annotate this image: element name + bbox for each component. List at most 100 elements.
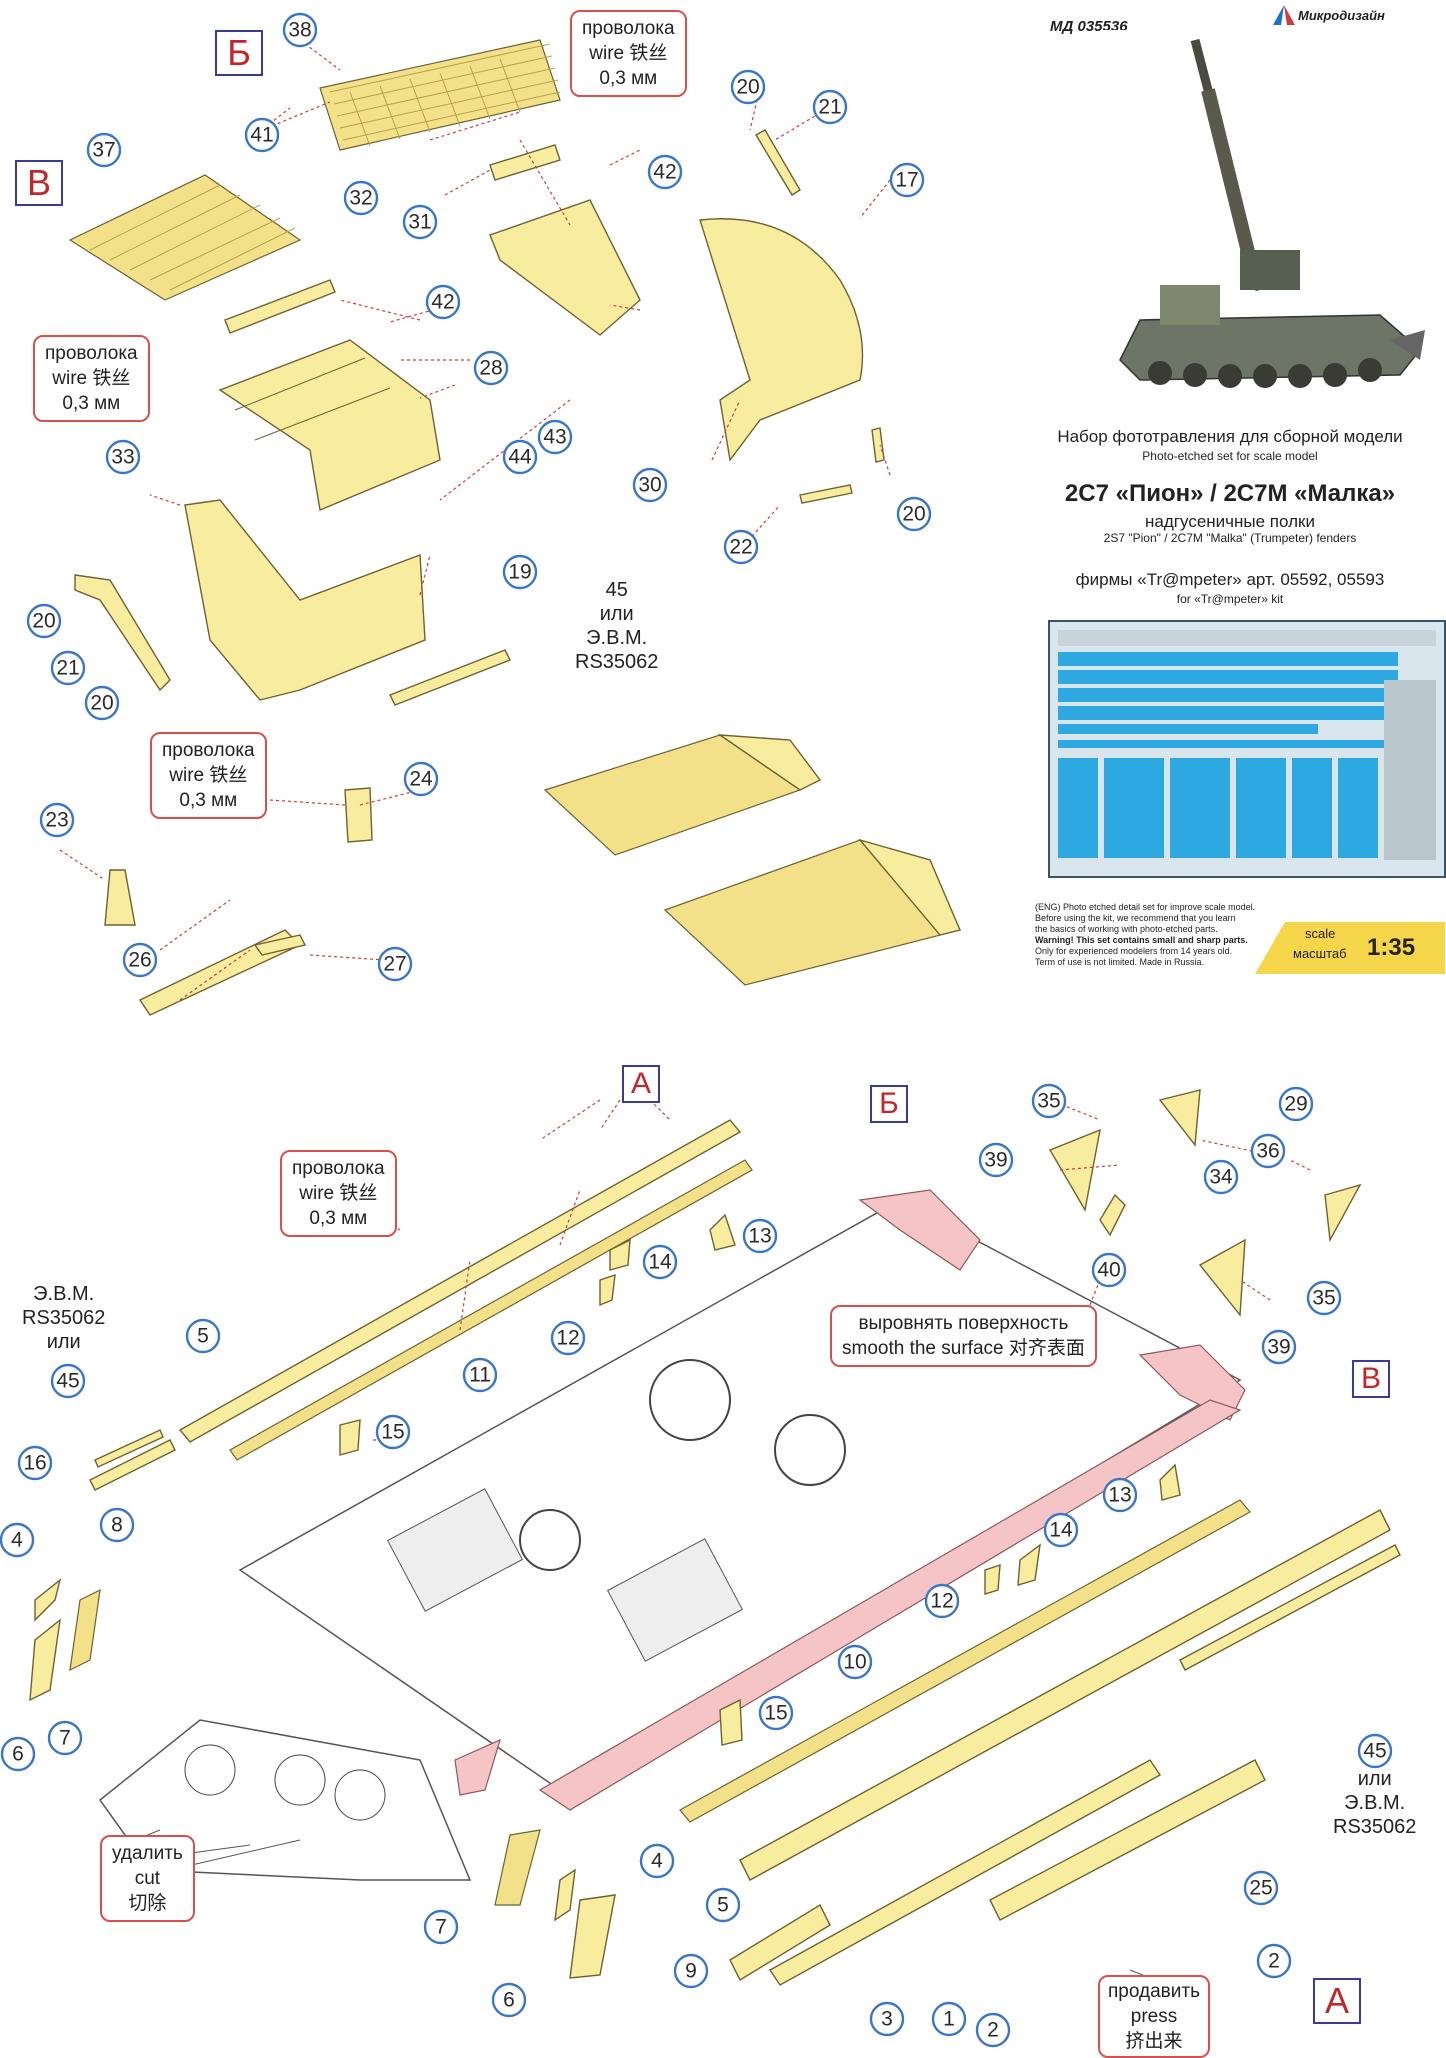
letter-v-top: В <box>15 160 63 206</box>
part-40 <box>1099 1193 1126 1237</box>
num-6b: 6 <box>491 1982 527 2018</box>
part-14b <box>1017 1543 1041 1586</box>
num-34: 34 <box>1203 1159 1239 1195</box>
svg-text:30: 30 <box>638 474 661 497</box>
svg-text:20: 20 <box>90 692 113 715</box>
part-15b <box>719 1698 743 1746</box>
part-7b <box>494 1829 541 1906</box>
part-14 <box>609 1238 631 1271</box>
svg-text:21: 21 <box>818 96 841 119</box>
kit-en: for «Tr@mpeter» kit <box>1176 592 1284 606</box>
svg-text:17: 17 <box>895 169 918 192</box>
model-name: 2С7 «Пион» / 2С7М «Малка» <box>1064 480 1396 507</box>
note-line-1: (ENG) Photo etched detail set for improv… <box>1035 902 1256 912</box>
pink-zone-right <box>1138 1344 1246 1421</box>
strip-3 <box>768 1759 1162 1986</box>
svg-text:20: 20 <box>736 76 759 99</box>
svg-text:8: 8 <box>111 1514 123 1537</box>
num-45a: 45 <box>50 1363 86 1399</box>
svg-text:26: 26 <box>128 949 151 972</box>
num-4a: 4 <box>0 1522 35 1558</box>
fender-end-v <box>857 838 961 936</box>
usage-note: (ENG) Photo etched detail set for improv… <box>1035 902 1305 968</box>
num-35a: 35 <box>1031 1083 1067 1119</box>
scale-badge: scale масштаб 1:35 <box>1255 922 1445 974</box>
letter-b-center: Б <box>870 1085 908 1123</box>
part-4b <box>554 1868 576 1922</box>
num-17: 17 <box>889 162 925 198</box>
num-42a: 42 <box>647 154 683 190</box>
grid-plate-38 <box>319 39 561 151</box>
bracket-23 <box>104 869 136 926</box>
num-8: 8 <box>99 1507 135 1543</box>
svg-text:39: 39 <box>984 1149 1007 1172</box>
num-21b: 21 <box>50 650 86 686</box>
svg-text:35: 35 <box>1037 1090 1060 1113</box>
side-panel-33 <box>184 499 426 701</box>
svg-text:5: 5 <box>717 1894 729 1917</box>
pink-zone-front <box>858 1189 981 1271</box>
part-13 <box>709 1213 736 1251</box>
num-20b: 20 <box>896 496 932 532</box>
num-43: 43 <box>537 419 573 455</box>
part-7 <box>69 1588 101 1672</box>
bracket-24 <box>344 787 373 843</box>
mesh-strip-11 <box>229 1159 753 1461</box>
part-4 <box>34 1578 62 1622</box>
svg-text:7: 7 <box>435 1916 447 1939</box>
num-21a: 21 <box>812 89 848 125</box>
svg-text:7: 7 <box>59 1727 71 1750</box>
num-31: 31 <box>402 204 438 240</box>
num-35b: 35 <box>1306 1280 1342 1316</box>
letter-b-top: Б <box>215 30 263 76</box>
howitzer-photo <box>1100 30 1430 400</box>
num-2b: 2 <box>1256 1943 1292 1979</box>
scale-value: 1:35 <box>1367 934 1416 961</box>
num-28: 28 <box>473 350 509 386</box>
svg-text:14: 14 <box>1049 1519 1073 1542</box>
num-6a: 6 <box>0 1736 36 1772</box>
note-line-6: Term of use is not limited. Made in Russ… <box>1035 957 1205 967</box>
num-41: 41 <box>244 117 280 153</box>
num-20a: 20 <box>730 69 766 105</box>
note-line-2: Before using the kit, we recommend that … <box>1035 913 1236 923</box>
svg-text:37: 37 <box>92 139 115 162</box>
part-13b <box>1159 1463 1181 1501</box>
note-warning: Warning! This set contains small and sha… <box>1035 935 1248 945</box>
num-23: 23 <box>39 802 75 838</box>
fender-30 <box>699 218 864 462</box>
svg-text:13: 13 <box>1108 1484 1131 1507</box>
svg-text:45: 45 <box>56 1370 79 1393</box>
title-en: Photo-etched set for scale model <box>1142 449 1318 463</box>
svg-text:4: 4 <box>11 1529 23 1552</box>
svg-text:16: 16 <box>23 1452 46 1475</box>
num-32: 32 <box>343 180 379 216</box>
num-29: 29 <box>1278 1086 1314 1122</box>
num-25: 25 <box>1243 1870 1279 1906</box>
svg-text:15: 15 <box>381 1421 404 1444</box>
num-40: 40 <box>1091 1252 1127 1288</box>
num-13b: 13 <box>1102 1477 1138 1513</box>
svg-text:10: 10 <box>843 1651 866 1674</box>
svg-text:5: 5 <box>197 1325 209 1348</box>
num-15b: 15 <box>758 1695 794 1731</box>
num-4b: 4 <box>639 1843 675 1879</box>
svg-text:39: 39 <box>1267 1336 1290 1359</box>
svg-text:32: 32 <box>349 187 372 210</box>
brand-name: Микродизайн <box>1298 8 1385 23</box>
bracket-32 <box>224 279 336 334</box>
part-6b <box>569 1894 616 1979</box>
num-2a: 2 <box>975 2012 1011 2048</box>
num-5a: 5 <box>185 1318 221 1354</box>
pink-zone-left <box>454 1738 501 1796</box>
svg-text:44: 44 <box>508 446 532 469</box>
num-9: 9 <box>673 1953 709 1989</box>
num-30: 30 <box>632 467 668 503</box>
svg-text:34: 34 <box>1209 1166 1233 1189</box>
